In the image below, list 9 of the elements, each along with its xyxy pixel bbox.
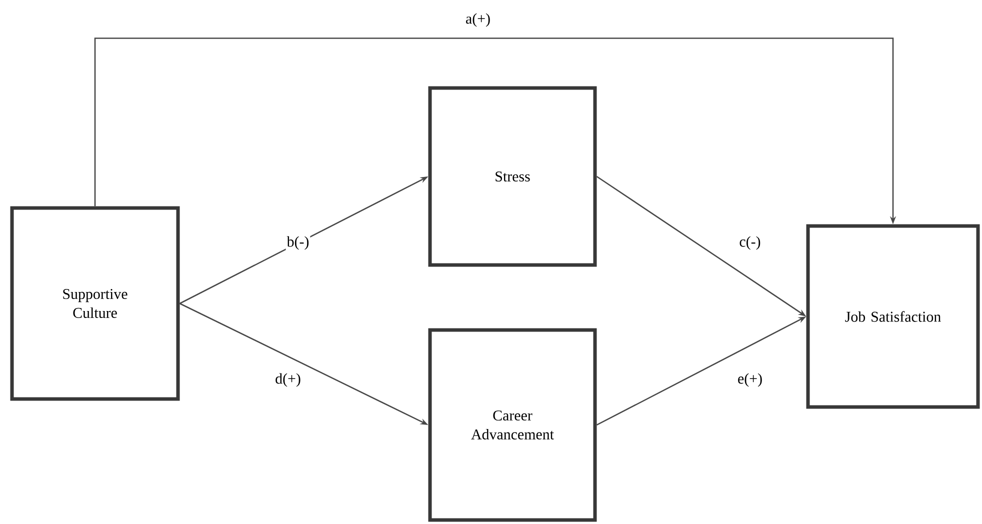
concept-box: Career Advancement [428, 328, 597, 522]
edge-label: d(+) [274, 372, 302, 388]
edge-label: b(-) [286, 235, 310, 251]
concept-box: Job Satisfaction [806, 224, 980, 409]
edge-label: e(+) [736, 372, 764, 388]
concept-box: Supportive Culture [10, 206, 180, 401]
edge-label: a(+) [464, 12, 492, 28]
concept-box: Stress [428, 86, 597, 267]
edge-label: c(-) [738, 235, 762, 251]
